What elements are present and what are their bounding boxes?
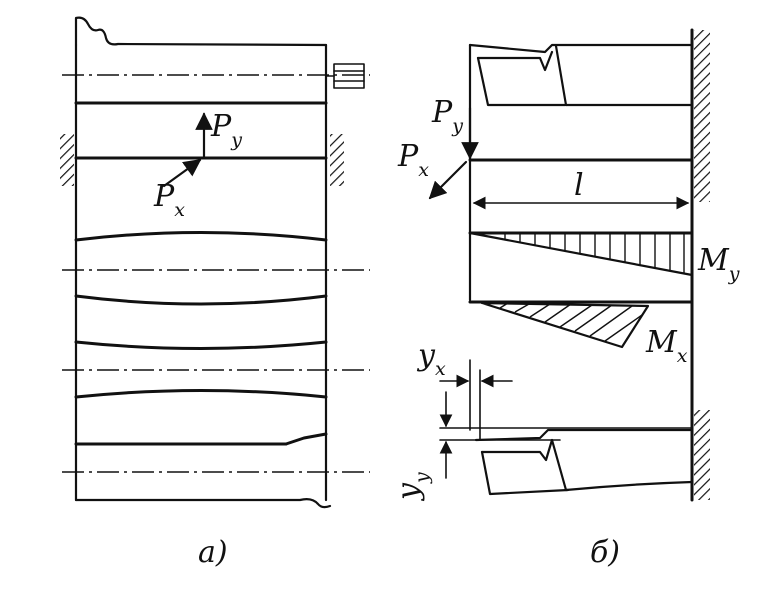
force-px-label: Px [153,179,185,221]
force-py-label: Py [210,109,242,151]
cutting-tool-lower-icon [474,428,694,496]
force-px-arrow [162,158,202,188]
waist-top-curve [74,340,328,350]
left-support-hatch [60,134,74,186]
bulge-top-curve [74,231,328,242]
moment-my-triangle [468,231,694,277]
moment-mx-hatch [499,302,643,342]
caption-b: б) [590,535,620,570]
wall-hatch-top [694,30,710,130]
moment-mx-triangle [480,301,650,349]
caption-a: a) [198,535,228,570]
tailstock-center-icon [325,63,365,89]
deflection-yy-label: yy [391,472,433,502]
workpiece-broken-end [74,16,328,47]
panel-a: Py Px a) [60,16,370,570]
force-px-label: Px [397,139,429,181]
force-px-arrow [428,160,468,200]
moment-my-label: My [697,243,740,285]
waist-bottom-curve [74,389,328,399]
workpiece-bottom-end [74,498,332,509]
wall-hatch-bottom [694,410,710,500]
deflection-yx-label: yx [416,338,446,380]
length-label: l [574,168,584,203]
force-py-label: Py [431,95,463,137]
taper-end [284,432,328,446]
moment-my-hatch [504,233,685,273]
right-support-hatch [330,134,344,186]
cutting-tool-upper-icon [468,43,694,107]
panel-b: Py Px l My [391,28,740,570]
moment-mx-label: Mx [645,325,688,367]
wall-hatch-mid [694,130,710,202]
bulge-bottom-curve [74,294,328,306]
